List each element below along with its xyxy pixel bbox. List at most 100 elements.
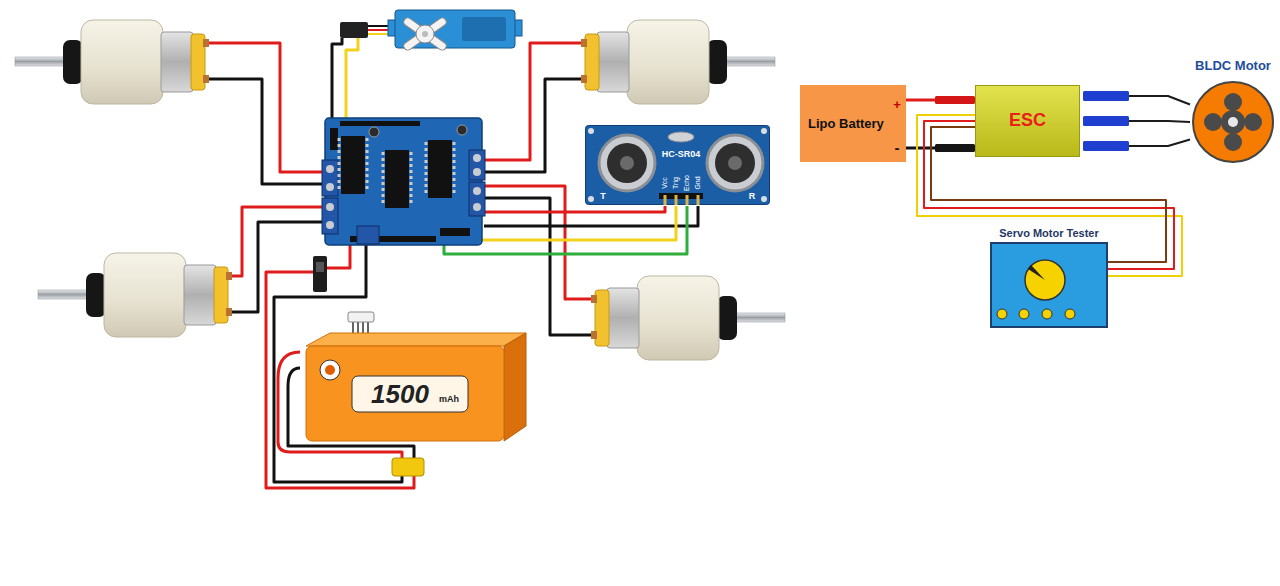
wire-plug <box>1083 116 1129 126</box>
tester-dial-part <box>997 309 1007 319</box>
power-wires-part <box>353 322 368 334</box>
motor-shield-part <box>326 221 334 229</box>
motor-shield-part <box>326 203 334 211</box>
motor-shield-part <box>473 154 481 162</box>
sensor-board <box>585 125 770 205</box>
sensor-board-part <box>620 156 634 170</box>
motor-shield-part <box>473 203 481 211</box>
sensor-board-part <box>707 135 763 191</box>
bldc-motor: BLDC Motor <box>1190 58 1276 164</box>
pin-label: Trig <box>672 177 680 189</box>
sensor-board-part <box>761 196 767 202</box>
block-label: Lipo Battery <box>808 117 884 131</box>
motor-shield-part <box>326 165 334 173</box>
balance-connector-part <box>348 312 374 322</box>
tester-dial-part <box>1065 309 1075 319</box>
motor-shield-part <box>469 150 485 180</box>
sensor-board-part <box>668 132 694 142</box>
sensor-board-part <box>728 156 742 170</box>
motor-shield-part <box>383 152 411 206</box>
capacity-label: 1500 <box>371 380 429 409</box>
servo-motor-part <box>416 25 434 43</box>
sensor-board-part <box>586 126 770 205</box>
tester-dial-part <box>1042 309 1052 319</box>
xt60-connector-part <box>392 458 424 476</box>
motor-shield-part <box>369 127 379 137</box>
motor-shield-part <box>322 198 338 234</box>
side-label: R <box>749 192 756 202</box>
servo-tester: Servo Motor Tester <box>990 226 1108 328</box>
xt60-connector <box>392 458 424 476</box>
servo-wires-part <box>332 38 342 122</box>
motor-shield-part <box>357 226 379 244</box>
battery-pack-body-part <box>352 376 468 412</box>
battery-pack-body-part <box>306 333 526 346</box>
sensor-wires-part <box>484 206 698 226</box>
battery-pack-body-part <box>325 365 335 375</box>
battery-block: Lipo Battery+- <box>800 85 906 162</box>
motor-circle-part <box>1224 133 1242 151</box>
gear-motors-part <box>38 253 232 337</box>
battery-pack-body-part <box>320 360 340 380</box>
wire-plug <box>1083 141 1129 151</box>
power-switch <box>313 256 327 292</box>
servo-wires-part <box>346 38 358 122</box>
motor-wires-part <box>209 43 326 172</box>
polarity-label: + <box>893 98 901 112</box>
motor-shield-part <box>473 168 481 176</box>
motor-shield-part <box>426 142 454 196</box>
tester-dial-part <box>1025 260 1065 300</box>
pin-label: Vcc <box>661 177 669 189</box>
motor-wires-part <box>484 198 591 335</box>
sensor-board-part <box>686 195 689 205</box>
block-label: ESC <box>1009 111 1046 131</box>
battery-pack-body-part <box>306 346 504 441</box>
gear-motors <box>15 20 785 360</box>
motor-wires-part <box>484 79 581 172</box>
motor-shield-part <box>440 228 470 236</box>
sensor-module: HC-SR04VccTrigEchoGndTR <box>585 125 770 205</box>
gear-motors-part <box>591 276 785 360</box>
servo-motor-part <box>402 16 448 51</box>
motor-circle-part <box>1193 82 1273 162</box>
motor-shield-part <box>469 182 485 216</box>
motor-shield <box>322 118 485 245</box>
sensor-wires-part <box>484 206 665 212</box>
tester-heading: Servo Motor Tester <box>999 227 1098 239</box>
power-wires-part <box>327 243 350 268</box>
sensor-board-part <box>588 196 594 202</box>
pin-label: Gnd <box>694 176 702 189</box>
motor-wires-part <box>232 207 326 276</box>
servo-motor-part <box>422 31 428 37</box>
motor-circle-part <box>1228 117 1238 127</box>
servo-motor-part <box>462 17 506 41</box>
gear-motors-part <box>15 20 209 104</box>
sensor-board-part <box>761 128 767 134</box>
motor-shield-part <box>341 136 365 194</box>
sensor-board-part <box>664 195 667 205</box>
power-switch-part <box>316 262 324 272</box>
wire <box>1128 96 1190 105</box>
motor-wires-part <box>484 43 581 160</box>
tester-dial <box>990 242 1108 328</box>
motor-wires-part <box>209 79 326 184</box>
sensor-board-part <box>588 128 594 134</box>
motor-shield-part <box>330 128 338 150</box>
motor-shield-part <box>340 121 420 126</box>
wire <box>1128 140 1190 147</box>
motor-shield-part <box>457 125 467 135</box>
motor-shield-part <box>385 150 409 208</box>
motor-shield-part <box>325 118 482 245</box>
sensor-board-part <box>607 143 647 183</box>
sensor-board-part <box>697 195 700 205</box>
wire-plug <box>935 144 975 152</box>
wire-plug <box>1083 91 1129 101</box>
tester-dial-part <box>1019 309 1029 319</box>
unit-label: mAh <box>439 395 459 405</box>
servo-motor-part <box>340 22 368 38</box>
motor-circle <box>1190 58 1276 164</box>
battery-pack-body-part <box>504 333 526 441</box>
sensor-board-part <box>715 143 755 183</box>
